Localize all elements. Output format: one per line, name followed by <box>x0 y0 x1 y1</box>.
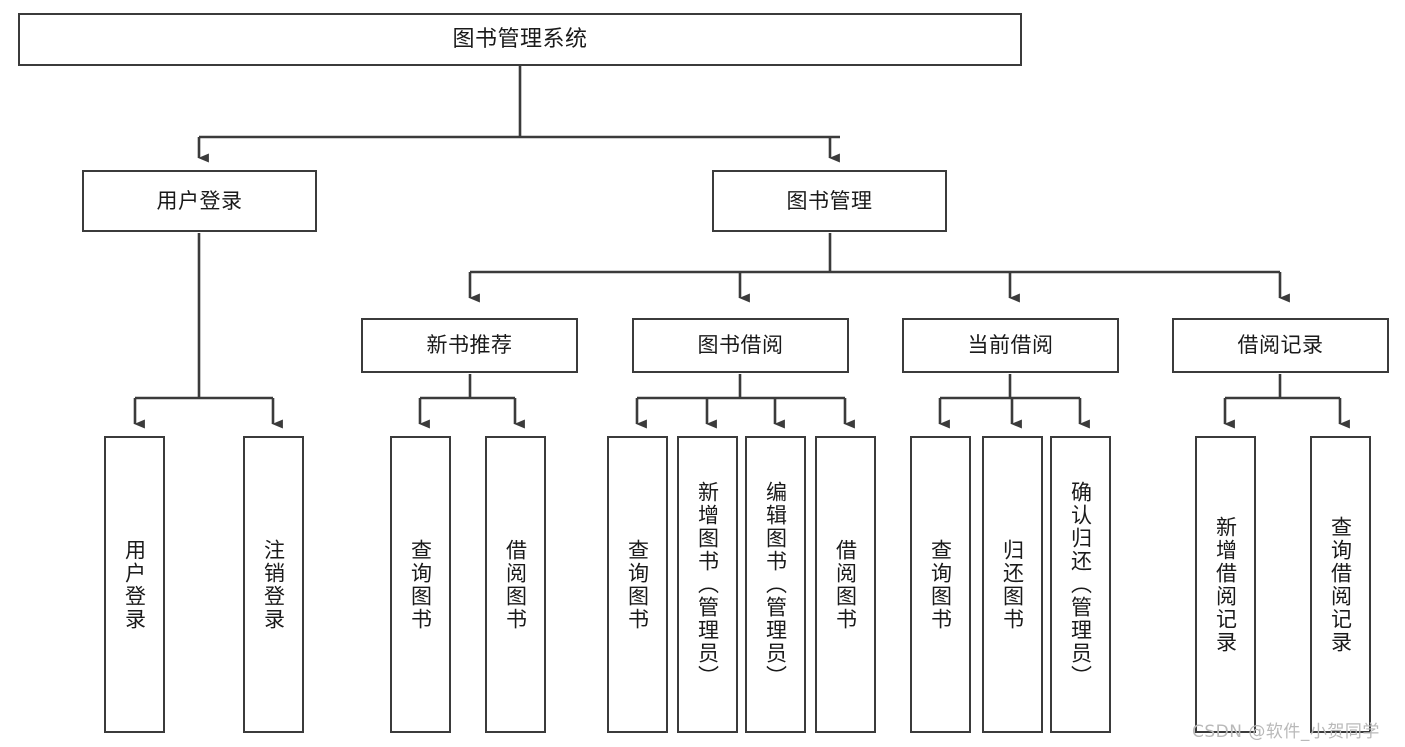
node-leaf-add-record-label: 新增借阅记录 <box>1213 515 1238 654</box>
node-user-login-label: 用户登录 <box>156 188 243 213</box>
csdn-watermark: CSDN @软件_小贺同学 <box>1192 722 1380 742</box>
node-leaf-return-book-label: 归还图书 <box>1000 538 1025 631</box>
node-book-borrow-label: 图书借阅 <box>697 333 784 358</box>
node-leaf-borrow-book-2[interactable]: 借阅图书 <box>815 436 876 733</box>
node-leaf-query-book-3-label: 查询图书 <box>928 538 953 631</box>
node-leaf-user-logout[interactable]: 注销登录 <box>243 436 304 733</box>
node-leaf-add-book-label: 新增图书（管理员） <box>695 481 720 688</box>
node-leaf-add-book[interactable]: 新增图书（管理员） <box>677 436 738 733</box>
node-leaf-edit-book-label: 编辑图书（管理员） <box>763 481 788 688</box>
node-user-login[interactable]: 用户登录 <box>82 170 317 232</box>
node-leaf-edit-book[interactable]: 编辑图书（管理员） <box>745 436 806 733</box>
node-current-borrow-label: 当前借阅 <box>967 333 1054 358</box>
node-leaf-user-logout-label: 注销登录 <box>261 538 286 631</box>
node-root[interactable]: 图书管理系统 <box>18 13 1022 66</box>
node-current-borrow[interactable]: 当前借阅 <box>902 318 1119 373</box>
node-new-book-recommend[interactable]: 新书推荐 <box>361 318 578 373</box>
node-new-book-recommend-label: 新书推荐 <box>426 333 513 358</box>
node-book-borrow[interactable]: 图书借阅 <box>632 318 849 373</box>
node-leaf-user-login[interactable]: 用户登录 <box>104 436 165 733</box>
node-leaf-borrow-book-1-label: 借阅图书 <box>503 538 528 631</box>
node-leaf-query-book-2-label: 查询图书 <box>625 538 650 631</box>
node-leaf-query-record[interactable]: 查询借阅记录 <box>1310 436 1371 733</box>
node-leaf-return-book[interactable]: 归还图书 <box>982 436 1043 733</box>
node-leaf-borrow-book-1[interactable]: 借阅图书 <box>485 436 546 733</box>
node-leaf-query-book-2[interactable]: 查询图书 <box>607 436 668 733</box>
node-leaf-query-book-1[interactable]: 查询图书 <box>390 436 451 733</box>
node-leaf-borrow-book-2-label: 借阅图书 <box>833 538 858 631</box>
node-book-manage-label: 图书管理 <box>786 188 873 213</box>
node-leaf-confirm-return[interactable]: 确认归还（管理员） <box>1050 436 1111 733</box>
node-leaf-query-record-label: 查询借阅记录 <box>1328 515 1353 654</box>
node-leaf-confirm-return-label: 确认归还（管理员） <box>1068 481 1093 688</box>
node-book-manage[interactable]: 图书管理 <box>712 170 947 232</box>
node-leaf-user-login-label: 用户登录 <box>122 538 147 631</box>
node-borrow-record[interactable]: 借阅记录 <box>1172 318 1389 373</box>
node-root-label: 图书管理系统 <box>452 26 588 52</box>
node-leaf-query-book-1-label: 查询图书 <box>408 538 433 631</box>
node-leaf-query-book-3[interactable]: 查询图书 <box>910 436 971 733</box>
node-borrow-record-label: 借阅记录 <box>1237 333 1324 358</box>
node-leaf-add-record[interactable]: 新增借阅记录 <box>1195 436 1256 733</box>
